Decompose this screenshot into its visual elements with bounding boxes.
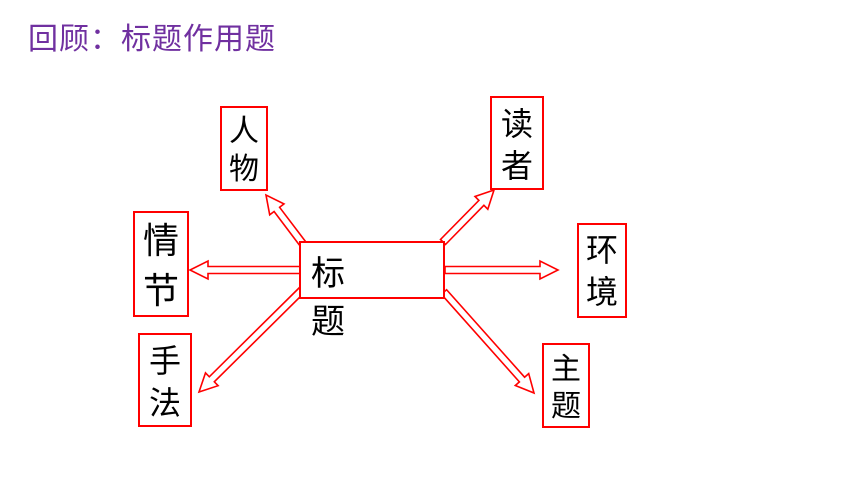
node-theme-char-1: 主 xyxy=(551,352,581,387)
node-plot-box xyxy=(133,211,189,317)
node-reader-char-2: 者 xyxy=(501,147,533,185)
node-method-char-1: 手 xyxy=(149,342,181,380)
node-setting: 环 境 xyxy=(577,223,627,318)
node-theme-box xyxy=(542,343,590,428)
node-person-box xyxy=(220,106,268,191)
center-node-char-2: 题 xyxy=(311,302,345,342)
node-theme: 主 题 xyxy=(542,343,590,428)
node-plot-char-2: 节 xyxy=(143,271,179,312)
arrow-to-theme xyxy=(440,288,536,395)
node-reader: 读 者 xyxy=(490,96,544,190)
node-person-char-1: 人 xyxy=(229,114,259,149)
center-node: 标 题 xyxy=(299,241,445,342)
node-plot: 情 节 xyxy=(133,211,189,317)
node-setting-char-1: 环 xyxy=(586,231,618,269)
arrow-to-setting xyxy=(444,259,560,281)
node-setting-char-2: 境 xyxy=(586,273,618,311)
node-plot-char-1: 情 xyxy=(143,221,179,262)
arrow-to-plot xyxy=(188,259,303,281)
arrows-group xyxy=(188,188,560,395)
node-theme-char-2: 题 xyxy=(551,389,581,424)
node-method-box xyxy=(138,333,192,427)
center-node-char-1: 标 xyxy=(311,254,345,294)
node-person: 人 物 xyxy=(220,106,268,191)
arrow-to-method xyxy=(197,286,306,394)
node-method: 手 法 xyxy=(138,333,192,427)
node-setting-box xyxy=(577,223,627,318)
node-reader-char-1: 读 xyxy=(501,105,533,143)
node-reader-box xyxy=(490,96,544,190)
arrow-to-reader xyxy=(439,188,496,246)
center-node-box xyxy=(299,241,445,299)
slide-title: 回顾：标题作用题 xyxy=(28,22,276,57)
arrow-to-person xyxy=(264,193,307,248)
node-person-char-2: 物 xyxy=(229,152,259,187)
node-method-char-2: 法 xyxy=(149,384,181,422)
